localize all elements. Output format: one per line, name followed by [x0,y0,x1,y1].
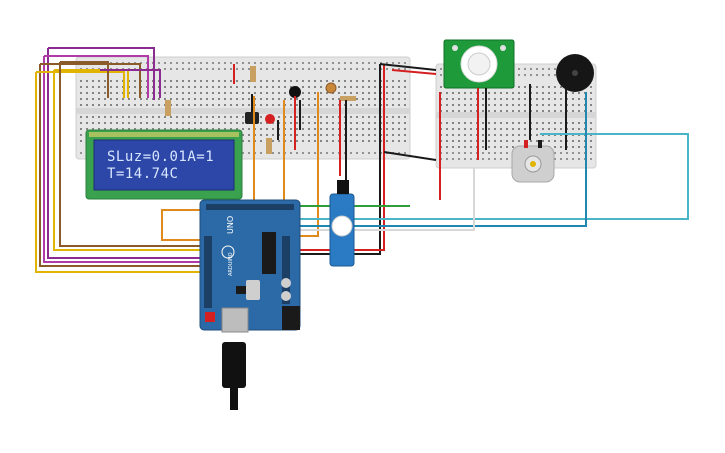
resistor [250,66,256,82]
usb-port [221,307,249,333]
lcd-display: SLuz=0.01A=1 T=14.74C [85,129,243,200]
microcontroller-chip [262,232,276,274]
pir-sensor [443,39,515,89]
dc-motor [511,140,555,183]
power-jack [282,306,300,330]
temperature-sensor [245,112,259,124]
photoresistor [325,82,337,94]
potentiometer [289,86,301,98]
resistor [266,138,272,154]
buzzer [556,54,594,92]
lcd-screen [93,139,235,191]
brand-label: ARDUINO [228,252,234,276]
lcd-line-2: T=14.74C [107,166,178,182]
resistor [165,100,171,116]
breadboard-parts [165,66,356,154]
lcd-wires [35,47,205,273]
led-red [265,114,275,124]
servo-motor [329,180,355,267]
right-wires [300,84,689,231]
arduino-uno: UNO ARDUINO [199,199,301,333]
board-label: UNO [226,216,235,234]
resistor [340,96,356,101]
reset-button [205,312,215,322]
usb-cable [222,342,246,410]
lcd-line-1: SLuz=0.01A=1 [107,149,214,165]
